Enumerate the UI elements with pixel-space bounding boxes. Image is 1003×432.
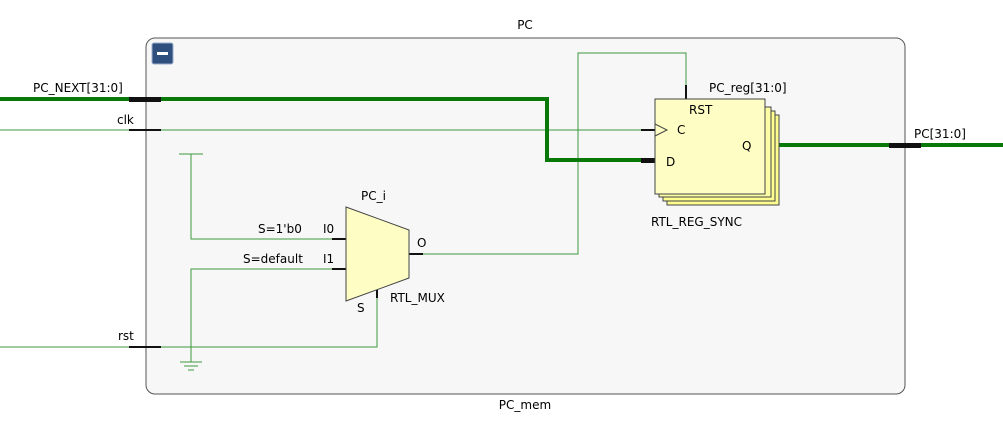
collapse-button[interactable]: [151, 42, 174, 65]
ground-symbol: [180, 361, 202, 371]
register-pin-c: C: [677, 123, 685, 137]
minus-icon: [157, 52, 168, 55]
port-label-rst: rst: [118, 329, 134, 343]
mux-pin-i0: I0: [323, 222, 334, 236]
port-label-pc-out: PC[31:0]: [914, 127, 966, 141]
port-label-clk: clk: [117, 113, 134, 127]
register-pin-q: Q: [742, 139, 751, 153]
mux-cond-i1: S=default: [243, 252, 303, 266]
mux-pin-i1: I1: [323, 252, 334, 266]
mux-type: RTL_MUX: [390, 291, 445, 305]
mux-cond-i0: S=1'b0: [258, 222, 302, 236]
mux-cell[interactable]: [345, 206, 410, 302]
register-name: PC_reg[31:0]: [709, 81, 787, 95]
register-type: RTL_REG_SYNC: [651, 215, 742, 229]
wire-rst[interactable]: [0, 297, 378, 348]
register-pin-d: D: [666, 155, 675, 169]
mux-pin-s: S: [357, 301, 365, 315]
module-box[interactable]: [145, 37, 906, 395]
bus-pc-next[interactable]: [0, 97, 655, 162]
register-pin-rst: RST: [689, 103, 713, 117]
wire-gnd-i1[interactable]: [190, 268, 346, 362]
register-cell[interactable]: [654, 98, 780, 206]
mux-pin-o: O: [417, 236, 426, 250]
mux-name: PC_i: [361, 189, 386, 203]
clock-triangle-icon: [654, 123, 669, 137]
module-instance-name: PC_mem: [499, 398, 551, 412]
port-label-pc-next: PC_NEXT[31:0]: [33, 81, 123, 95]
wire-vcc-i0[interactable]: [190, 154, 346, 240]
module-title: PC: [517, 18, 533, 32]
wire-mux-out-rst[interactable]: [409, 52, 687, 255]
